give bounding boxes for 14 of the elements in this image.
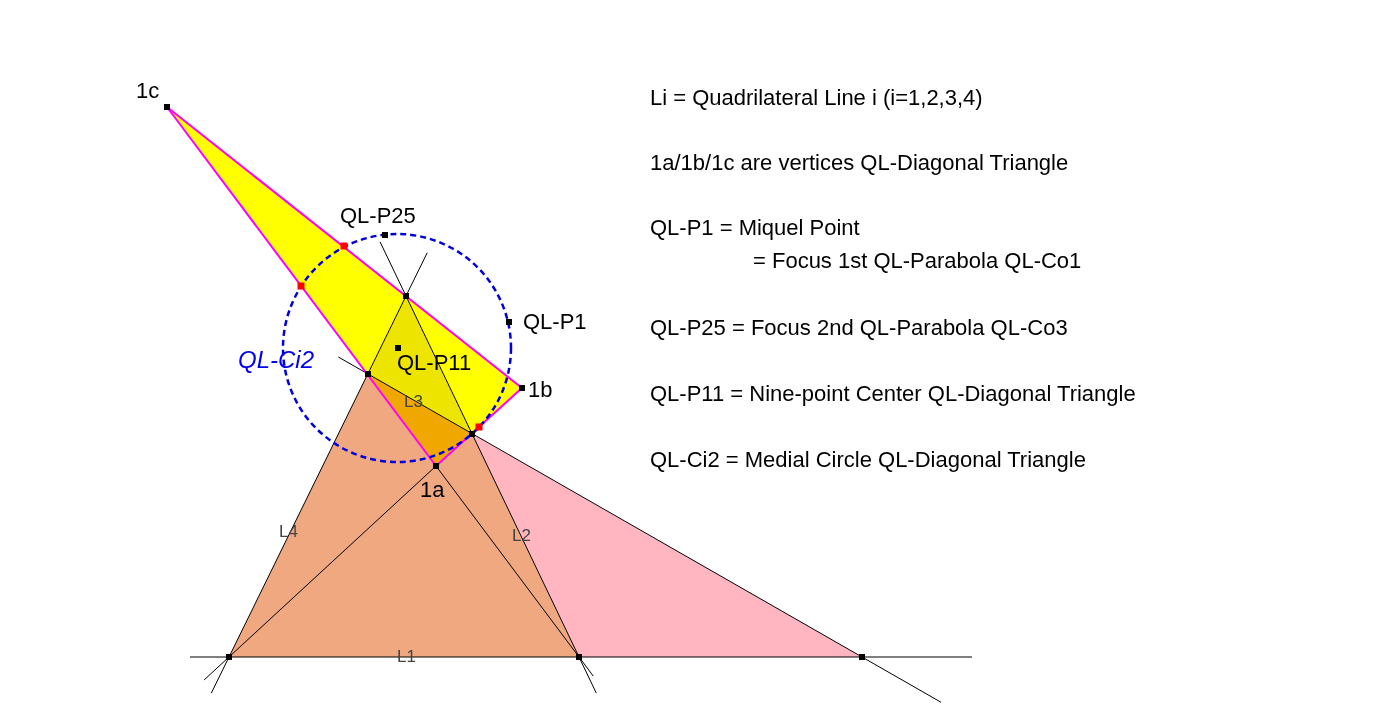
note-text: QL-P11 = Nine-point Center QL-Diagonal Triangle — [650, 381, 1136, 406]
note-text: QL-P25 = Focus 2nd QL-Parabola QL-Co3 — [650, 315, 1068, 340]
point-label: QL-P25 — [340, 203, 416, 228]
point-label: 1b — [528, 377, 553, 402]
point-label: 1c — [136, 78, 160, 103]
note-text: QL-P1 = Miquel Point — [650, 215, 860, 240]
note-text: Li = Quadrilateral Line i (i=1,2,3,4) — [650, 85, 983, 110]
point-label: 1a — [420, 477, 445, 502]
point-label: QL-P1 — [523, 309, 587, 334]
note-text: = Focus 1st QL-Parabola QL-Co1 — [753, 248, 1082, 273]
note-text: QL-Ci2 = Medial Circle QL-Diagonal Triangle — [650, 447, 1086, 472]
line-label: L1 — [397, 647, 416, 667]
note-text: 1a/1b/1c are vertices QL-Diagonal Triangle — [650, 150, 1069, 175]
circle-label: QL-Ci2 — [238, 346, 315, 373]
